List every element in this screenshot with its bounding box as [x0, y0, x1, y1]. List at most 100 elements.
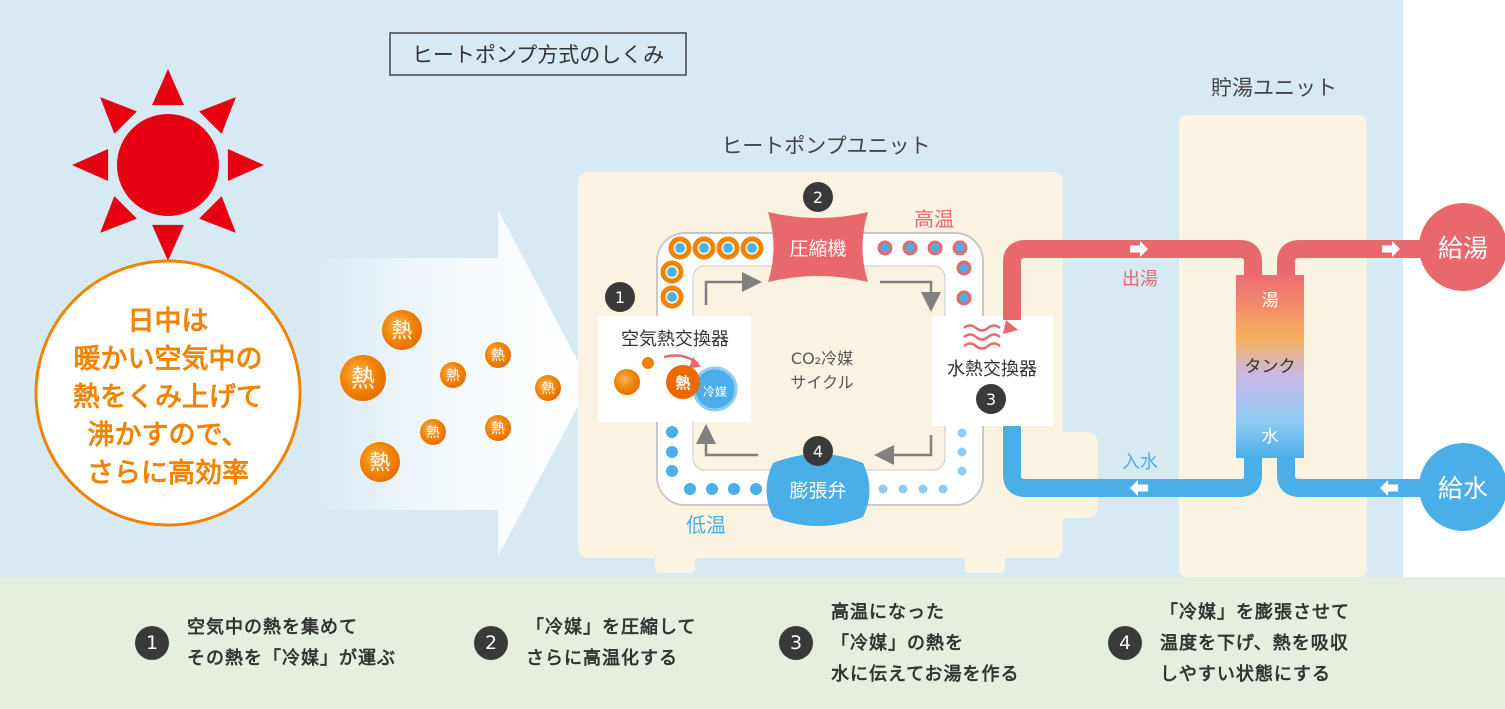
- high-temp-label: 高温: [914, 207, 954, 231]
- step-line: 温度を下げ、熱を吸収: [1160, 632, 1349, 654]
- water-supply-label: 給水: [1438, 474, 1488, 503]
- refrigerant-dot: [927, 240, 943, 256]
- step-badge: 3: [976, 384, 1006, 414]
- heat-ball-label: 熱: [426, 425, 440, 441]
- svg-text:3: 3: [986, 390, 996, 409]
- refrigerant-dot: [898, 484, 908, 494]
- refrigerant-dot: [902, 240, 918, 256]
- refrigerant-dots: [660, 236, 972, 495]
- refrigerant-label: 冷媒: [703, 385, 727, 399]
- water-heat-exchanger-label: 水熱交換器: [947, 359, 1037, 380]
- refrigerant-dot: [666, 446, 678, 458]
- step-1: 1 空気中の熱を集めて その熱を「冷媒」が運ぶ: [135, 577, 396, 709]
- refrigerant-dot: [877, 240, 893, 256]
- svg-text:4: 4: [813, 442, 823, 461]
- step-line: 「冷媒」の熱を: [831, 632, 964, 654]
- refrigerant-dot-core: [723, 243, 733, 253]
- step-line: さらに高温化する: [526, 648, 678, 669]
- sun-message-line: 熱をくみ上げて: [73, 382, 263, 413]
- heat-ball: [420, 419, 446, 445]
- step-number: 4: [1108, 626, 1142, 660]
- refrigerant-dot: [957, 466, 967, 476]
- heat-ball-label: 熱: [491, 348, 505, 364]
- heat-ball: [382, 310, 422, 350]
- step-badge: 2: [803, 182, 833, 212]
- storage-unit-label: 貯湯ユニット: [1211, 76, 1337, 100]
- sun-message: 日中は 暖かい空気中の 熱をくみ上げて 沸かすので、 さらに高効率: [73, 306, 263, 489]
- refrigerant-dot: [666, 426, 678, 438]
- svg-text:2: 2: [813, 188, 823, 207]
- unit-side-step: [1063, 432, 1098, 518]
- heat-ball-label: 熱: [351, 365, 375, 393]
- step-number: 3: [779, 626, 813, 660]
- water-supply-circle: [1419, 443, 1505, 531]
- step-line: その熱を「冷媒」が運ぶ: [187, 648, 396, 669]
- title-box: [389, 32, 687, 76]
- step-description: 空気中の熱を集めて その熱を「冷媒」が運ぶ: [187, 612, 396, 674]
- compressor-label: 圧縮機: [789, 238, 846, 260]
- sun-ray: [152, 69, 184, 106]
- step-line: 「冷媒」を膨張させて: [1160, 601, 1350, 623]
- heat-ball: [485, 415, 511, 441]
- refrigerant-dot: [878, 484, 888, 494]
- step-badge: 1: [605, 282, 635, 312]
- step-2: 2 「冷媒」を圧縮して さらに高温化する: [474, 577, 696, 709]
- step-number: 1: [135, 626, 169, 660]
- refrigerant-dot: [956, 260, 972, 276]
- cycle-label: サイクル: [790, 373, 853, 392]
- cycle-label: CO₂冷媒: [791, 349, 853, 368]
- sun-ray: [152, 224, 184, 261]
- flow-direction-arrows: [1130, 241, 1400, 496]
- tank-label: タンク: [1245, 357, 1296, 377]
- step-line: しやすい状態にする: [1160, 663, 1331, 685]
- heat-wave-icon: [963, 324, 1001, 350]
- refrigerant-dot: [684, 483, 696, 495]
- refrigerant-dot: [956, 290, 972, 306]
- heat-ball: [485, 342, 511, 368]
- heat-ball: [360, 442, 400, 482]
- refrigerant-dot: [938, 484, 948, 494]
- refrigerant-dot: [728, 483, 740, 495]
- refrigerant-dot-core: [699, 243, 709, 253]
- step-description: 「冷媒」を膨張させて 温度を下げ、熱を吸収 しやすい状態にする: [1160, 597, 1350, 690]
- refrigerant-dot-core: [675, 243, 685, 253]
- refrigerant-dot: [952, 240, 968, 256]
- heat-ball-label: 熱: [446, 368, 460, 384]
- hot-supply-circle: [1419, 203, 1505, 291]
- unit-foot: [965, 555, 1005, 573]
- step-line: 「冷媒」を圧縮して: [526, 617, 697, 638]
- hot-out-label: 出湯: [1122, 269, 1158, 290]
- sun-ray: [199, 97, 236, 134]
- heat-ball-label: 熱: [392, 319, 413, 343]
- step-description: 高温になった 「冷媒」の熱を 水に伝えてお湯を作る: [831, 597, 1020, 690]
- expansion-valve-label: 膨張弁: [789, 480, 846, 502]
- low-temp-label: 低温: [686, 513, 726, 537]
- expansion-valve-icon: [766, 454, 870, 526]
- refrigerant-dot: [957, 428, 967, 438]
- sun-ray: [227, 149, 264, 181]
- step-description: 「冷媒」を圧縮して さらに高温化する: [526, 612, 696, 674]
- step-line: 高温になった: [831, 601, 945, 623]
- refrigerant-dot: [957, 447, 967, 457]
- step-number: 2: [474, 626, 508, 660]
- refrigerant-dot: [750, 483, 762, 495]
- sun-ray: [199, 196, 236, 233]
- heat-ball-label: 熱: [541, 381, 555, 397]
- svg-text:1: 1: [615, 288, 625, 307]
- sun-ray: [100, 196, 137, 233]
- tank-bottom-label: 水: [1262, 427, 1279, 447]
- page-title: ヒートポンプ方式のしくみ: [412, 43, 664, 67]
- sun-message-line: 暖かい空気中の: [74, 343, 263, 375]
- refrigerant-dot-core: [667, 267, 677, 277]
- unit-foot: [655, 555, 695, 573]
- refrigerant-dot: [666, 465, 678, 477]
- sun-message-line: 沸かすので、: [88, 420, 249, 451]
- air-heat-exchanger-label: 空気熱交換器: [621, 329, 729, 350]
- step-line: 空気中の熱を集めて: [187, 617, 358, 638]
- sun-ray: [72, 149, 109, 181]
- heat-particles: 熱熱熱熱熱熱熱熱: [340, 310, 561, 482]
- step-4: 4 「冷媒」を膨張させて 温度を下げ、熱を吸収 しやすい状態にする: [1108, 577, 1350, 709]
- sun-message-line: 日中は: [128, 306, 209, 337]
- refrigerant-dot: [706, 483, 718, 495]
